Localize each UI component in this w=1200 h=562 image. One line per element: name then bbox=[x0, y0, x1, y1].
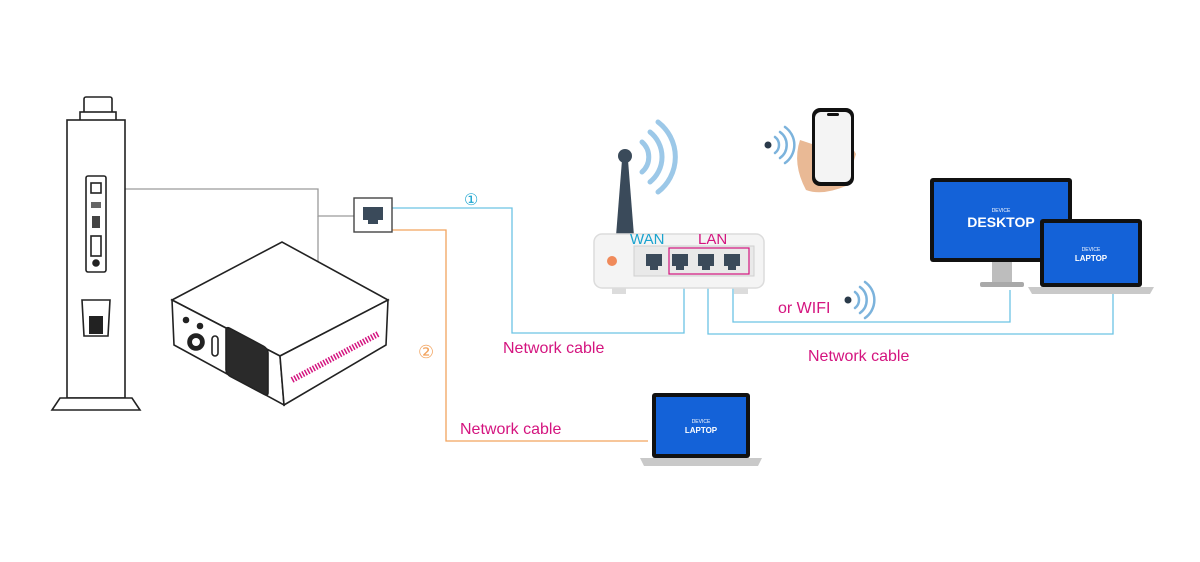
laptop-bottom-name: LAPTOP bbox=[685, 426, 718, 435]
router-icon bbox=[593, 119, 765, 294]
wan-label: WAN bbox=[630, 231, 664, 248]
desktop-caption: DEVICE bbox=[992, 208, 1011, 214]
lan-label: LAN bbox=[698, 231, 727, 248]
cable-1-port-to-router bbox=[392, 207, 685, 334]
cable-2-port-to-laptop bbox=[392, 229, 648, 442]
recorder-box-icon bbox=[170, 241, 390, 407]
desktop-name: DESKTOP bbox=[967, 214, 1034, 230]
cables bbox=[100, 188, 1114, 442]
laptop-bottom-caption: DEVICE bbox=[692, 419, 711, 425]
laptop-right-caption: DEVICE bbox=[1082, 247, 1101, 253]
or-wifi-label: or WIFI bbox=[778, 300, 830, 317]
network-cable-label-router: Network cable bbox=[503, 340, 604, 357]
wifi-signal-icon bbox=[844, 280, 876, 320]
laptop-right-name: LAPTOP bbox=[1075, 254, 1108, 263]
tower-unit-icon bbox=[50, 96, 142, 411]
wifi-signal-icon bbox=[764, 125, 796, 165]
laptop-icon bbox=[1028, 219, 1154, 294]
network-cable-label-bottom: Network cable bbox=[460, 421, 561, 438]
cable-lan-to-desktop bbox=[732, 268, 1011, 323]
smartphone-icon bbox=[797, 108, 856, 193]
network-switch-port-icon bbox=[353, 197, 393, 233]
network-cable-label-right: Network cable bbox=[808, 348, 909, 365]
cable-lan-to-laptop bbox=[707, 268, 1114, 335]
cable-1-marker: ① bbox=[464, 192, 478, 209]
cable-2-marker: ② bbox=[418, 342, 434, 362]
laptop-icon bbox=[640, 393, 762, 466]
cable-tower-to-port bbox=[100, 188, 355, 217]
